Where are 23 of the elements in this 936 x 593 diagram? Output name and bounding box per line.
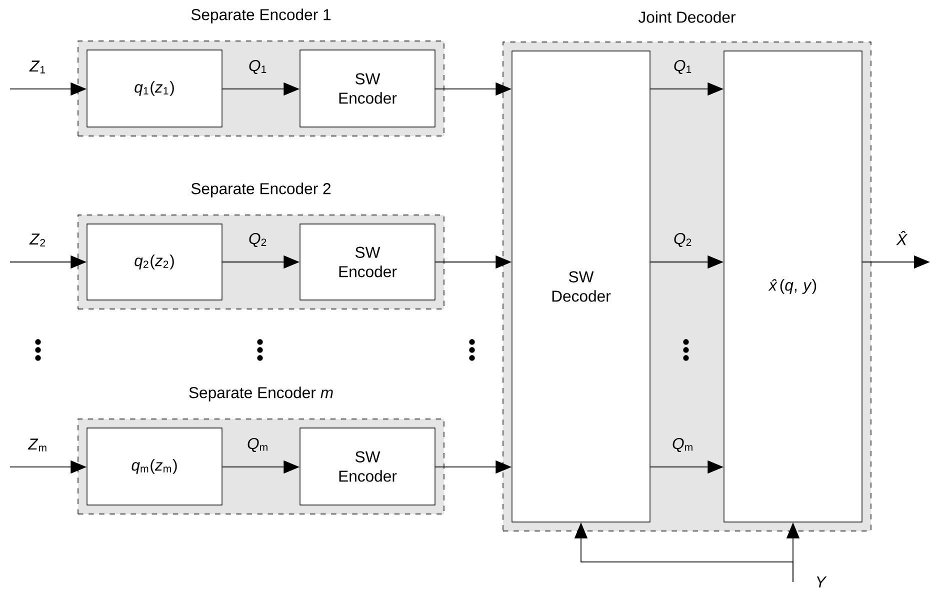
- process-box: SW Encoder: [300, 50, 436, 128]
- edge-label: Q$_{2}$: [249, 232, 266, 247]
- process-box: q$_{m}$(z$_{m}$): [86, 428, 222, 506]
- process-box: SW Encoder: [300, 224, 436, 300]
- process-box: q$_{2}$(z$_{2}$): [86, 224, 222, 300]
- edge-label: Z$_{2}$: [29, 234, 46, 246]
- group-heading: Joint Decoder: [638, 11, 736, 23]
- edge-label: Q$_{1}$: [674, 60, 692, 74]
- process-box: SW Decoder: [512, 50, 650, 522]
- edge-label: X̂: [896, 230, 908, 246]
- edge-label: Z$_{m}$: [28, 438, 46, 452]
- group-heading: Separate Encoder 1: [191, 8, 331, 24]
- edge-label: Q$_{2}$: [674, 232, 692, 247]
- input-label: Y: [816, 576, 827, 588]
- edge-label: Z$_{1}$: [29, 60, 46, 74]
- edge-label: Q$_{m}$: [248, 438, 268, 452]
- edge-label: Q$_{1}$: [249, 60, 266, 74]
- process-box: x̂(q, y): [724, 50, 862, 522]
- group-heading: Separate Encoder 2: [191, 182, 330, 198]
- edge-label: Q$_{m}$: [672, 438, 692, 452]
- group-heading: Separate Encoder m: [189, 386, 333, 402]
- process-box: q$_{1}$(z$_{1}$): [86, 50, 222, 128]
- process-box: SW Encoder: [300, 428, 436, 506]
